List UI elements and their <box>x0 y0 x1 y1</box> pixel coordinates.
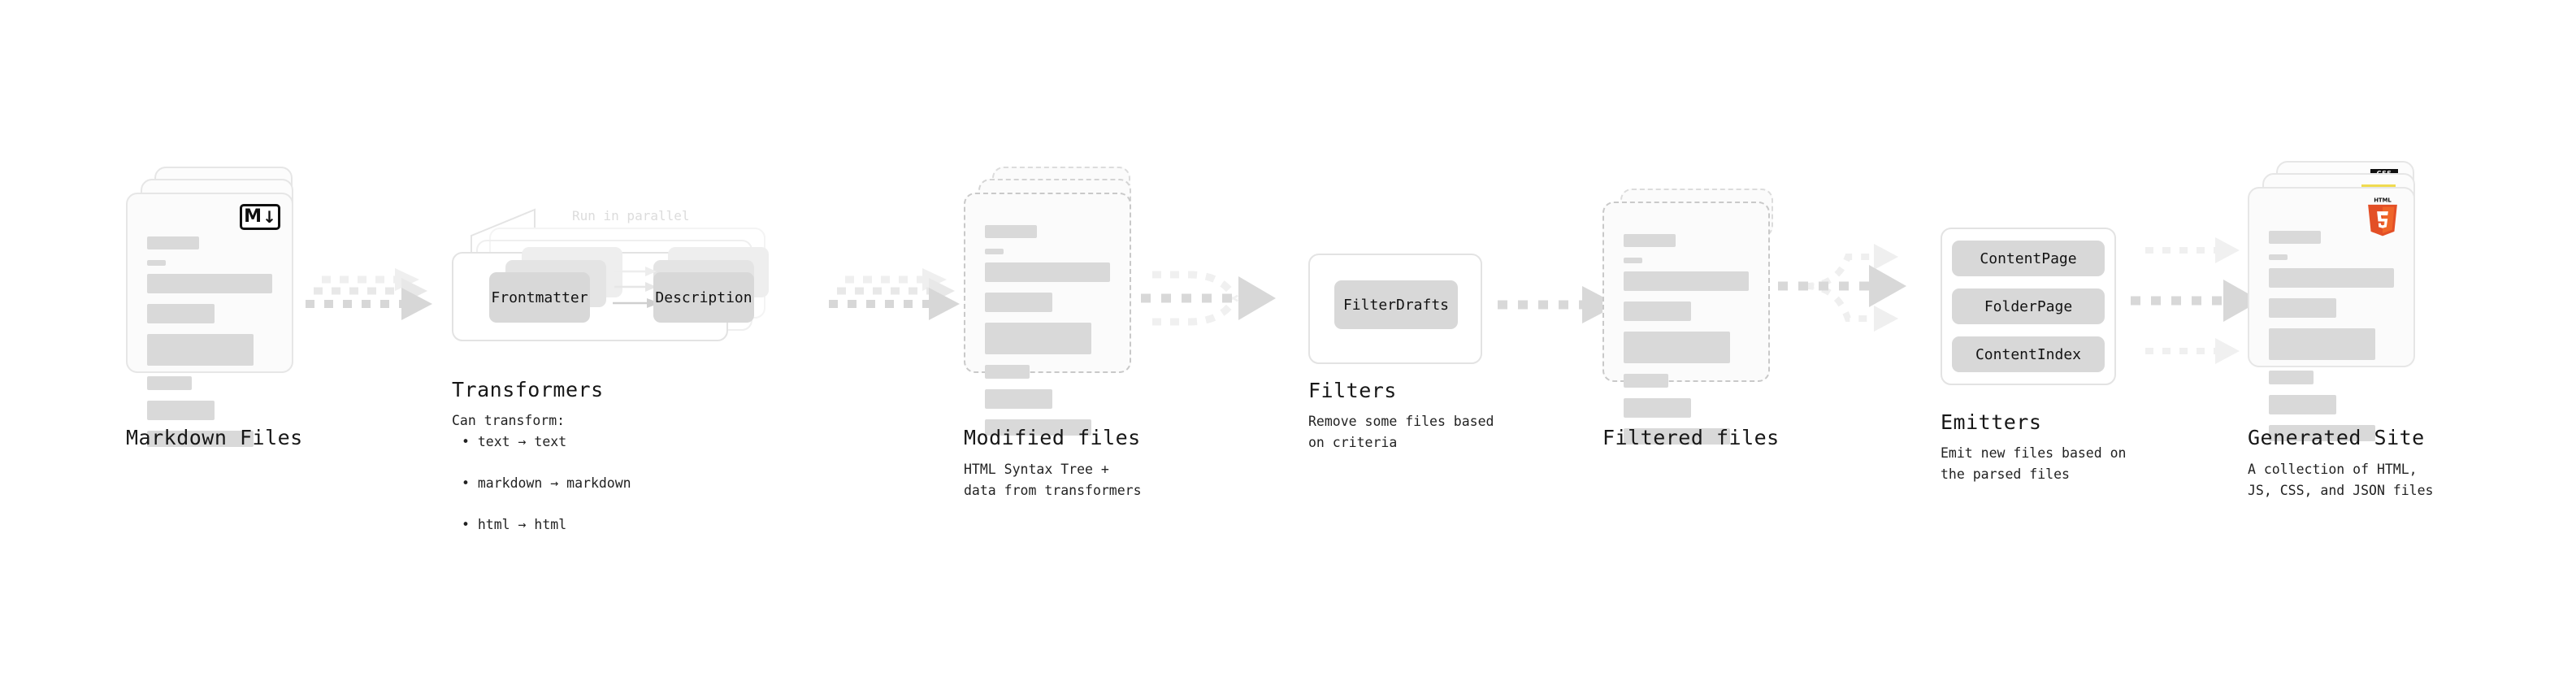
markdown-content-bars <box>147 236 272 458</box>
markdown-letter: M <box>244 206 262 227</box>
bullet-text-line: • html → html <box>462 517 567 533</box>
filtered-card-front <box>1602 202 1770 445</box>
markdown-card-front: M↓ <box>126 193 293 447</box>
content-bar <box>2269 231 2321 244</box>
content-bar <box>147 260 166 266</box>
emitter-chip-contentpage[interactable]: ContentPage <box>1952 241 2105 276</box>
content-bar <box>985 293 1053 312</box>
stage-title-generated-site: Generated Site <box>2248 426 2425 449</box>
content-bar <box>147 401 215 420</box>
arrow-transformers-to-modified <box>829 268 967 333</box>
stage-title-transformers: Transformers <box>452 378 604 401</box>
stage-title-emitters: Emitters <box>1941 410 2042 434</box>
modified-card-front <box>964 193 1131 436</box>
stage-subtitle-modified-files: HTML Syntax Tree + data from transformer… <box>964 462 1142 498</box>
emitter-chip-contentindex[interactable]: ContentIndex <box>1952 336 2105 372</box>
content-bar <box>2269 425 2375 441</box>
content-bar <box>1624 234 1676 247</box>
run-in-parallel-bracket-icon <box>471 208 536 254</box>
chip-label: Frontmatter <box>491 288 588 306</box>
content-bar <box>1624 374 1669 388</box>
content-bar <box>1624 428 1730 445</box>
stage-subtitle-emitters: Emit new files based on the parsed files <box>1941 445 2127 482</box>
arrow-filtered-to-emitters-diverging <box>1778 241 1932 362</box>
content-bar <box>1624 301 1692 321</box>
markdown-badge-icon: M↓ <box>240 204 280 230</box>
content-bar <box>147 334 254 366</box>
transformer-chip-frontmatter[interactable]: Frontmatter <box>489 272 590 323</box>
transformer-bullet-list: • text → text • markdown → markdown • ht… <box>462 432 631 536</box>
filter-chip-filterdrafts[interactable]: FilterDrafts <box>1334 280 1458 329</box>
content-bar <box>1624 271 1749 291</box>
arrow-markdown-to-transformers <box>306 268 436 333</box>
arrow-filters-to-filtered <box>1498 286 1628 335</box>
content-bar <box>1624 258 1642 263</box>
content-bar <box>147 376 193 390</box>
svg-text:HTML: HTML <box>2374 197 2392 203</box>
content-bar <box>985 323 1091 354</box>
stage-subtitle-filters: Remove some files based on criteria <box>1308 414 1494 450</box>
stage-title-filtered-files: Filtered files <box>1602 426 1780 449</box>
chip-label: ContentIndex <box>1975 345 2082 363</box>
html5-icon: HTML <box>2368 197 2397 236</box>
content-bar <box>985 419 1091 436</box>
chip-label: FolderPage <box>1984 297 2073 315</box>
stage-subtitle-generated-site: A collection of HTML, JS, CSS, and JSON … <box>2248 462 2434 498</box>
content-bar <box>2269 371 2314 384</box>
site-content-bars <box>2269 231 2394 452</box>
transformer-inner-arrows-icon <box>613 267 660 308</box>
site-card-front-html: HTML <box>2248 187 2415 441</box>
bullet-text-line: • markdown → markdown <box>462 475 631 492</box>
transformer-chip-description[interactable]: Description <box>653 272 754 323</box>
content-bar <box>147 304 215 323</box>
chip-label: ContentPage <box>1980 249 2077 267</box>
content-bar <box>1624 398 1692 418</box>
bullet-text-line: • text → text <box>462 434 567 449</box>
content-bar <box>2269 254 2288 260</box>
stage-title-modified-files: Modified files <box>964 426 1141 449</box>
content-bar <box>2269 395 2337 414</box>
content-bar <box>1624 332 1730 363</box>
content-bar <box>147 236 199 249</box>
markdown-arrow: ↓ <box>262 207 276 227</box>
content-bar <box>985 389 1053 409</box>
content-bar <box>2269 268 2394 288</box>
content-bar <box>2269 298 2337 318</box>
chip-label: FilterDrafts <box>1342 296 1450 314</box>
content-bar <box>147 431 254 447</box>
arrow-emitters-to-site <box>2131 236 2285 374</box>
filtered-content-bars <box>1624 234 1749 455</box>
stage-subtitle-transformers: Can transform: <box>452 413 566 428</box>
chip-label: Description <box>655 288 752 306</box>
run-in-parallel-label: Run in parallel <box>572 208 690 223</box>
content-bar <box>985 249 1004 254</box>
stage-title-markdown-files: Markdown Files <box>126 426 303 449</box>
content-bar <box>147 274 272 293</box>
content-bar <box>985 365 1030 379</box>
emitter-chip-folderpage[interactable]: FolderPage <box>1952 288 2105 324</box>
arrow-modified-to-filters-converging <box>1141 262 1295 351</box>
content-bar <box>985 225 1037 238</box>
content-bar <box>2269 328 2375 360</box>
content-bar <box>985 262 1110 282</box>
stage-title-filters: Filters <box>1308 379 1397 402</box>
modified-content-bars <box>985 225 1110 446</box>
